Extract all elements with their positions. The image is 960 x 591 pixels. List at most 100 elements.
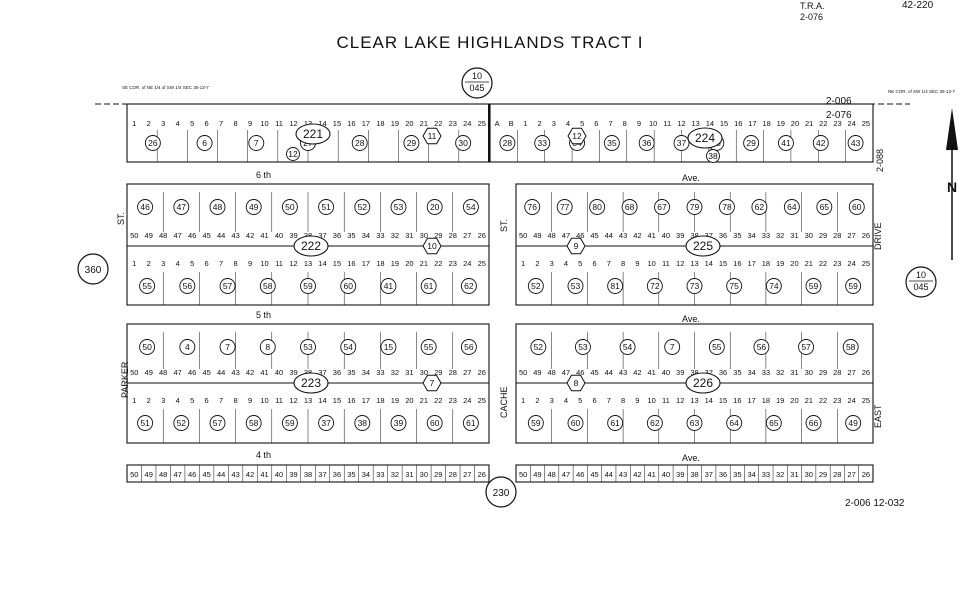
parcel-number: 61 — [424, 281, 434, 291]
lot-number: 2 — [538, 119, 542, 128]
lot-number: 24 — [848, 119, 856, 128]
lot-number: 3 — [550, 396, 554, 405]
parcel-circle — [534, 135, 551, 151]
lot-number: 7 — [219, 119, 223, 128]
lot-number: 29 — [434, 470, 442, 479]
lot-number: 26 — [862, 470, 870, 479]
lot-number: 8 — [623, 119, 627, 128]
lot-number: 3 — [161, 396, 165, 405]
lot-number: 37 — [318, 470, 326, 479]
lot-number: 41 — [647, 470, 655, 479]
lot-number: 39 — [289, 231, 297, 240]
lot-number: 15 — [333, 119, 341, 128]
lot-number: 20 — [405, 396, 413, 405]
parcel-number: 63 — [690, 418, 700, 428]
hex-number: 9 — [574, 241, 579, 251]
adjacent-map-top[interactable]: 10 045 — [461, 67, 493, 99]
adjacent-map-left[interactable]: 360 — [77, 253, 109, 285]
lot-number: 32 — [776, 470, 784, 479]
parcel-circle — [753, 339, 770, 355]
lot-number: 19 — [776, 396, 784, 405]
hexagon-marker — [422, 374, 442, 392]
parcel-number: 60 — [571, 418, 581, 428]
lot-number: 20 — [405, 259, 413, 268]
svg-text:360: 360 — [85, 265, 102, 276]
parcel-number: 79 — [690, 202, 700, 212]
lot-number: 16 — [733, 396, 741, 405]
lot-number: 17 — [747, 396, 755, 405]
lot-number: 28 — [833, 368, 841, 377]
adjacent-map-bottom[interactable]: 230 — [485, 476, 517, 508]
lot-number: 33 — [376, 470, 384, 479]
lot-number: 43 — [231, 470, 239, 479]
lot-number: 14 — [705, 259, 713, 268]
block-number: 221 — [303, 127, 323, 141]
parcel-circle — [420, 339, 437, 355]
parcel-circle — [524, 199, 541, 215]
lot-number: 24 — [463, 396, 471, 405]
parcel-number: 6 — [202, 138, 207, 148]
lot-number: 34 — [747, 470, 755, 479]
lot-number: 30 — [420, 368, 428, 377]
lot-number: 35 — [347, 470, 355, 479]
parcel-number: 7 — [225, 342, 230, 352]
lot-number: 33 — [376, 368, 384, 377]
parcel-number: 7 — [670, 342, 675, 352]
lot-number: 30 — [420, 470, 428, 479]
parcel-circle — [354, 199, 371, 215]
adjacent-map-right[interactable]: 10 045 — [905, 266, 937, 298]
lot-number: 22 — [819, 259, 827, 268]
lot-number: 17 — [747, 259, 755, 268]
lot-number: 14 — [318, 259, 326, 268]
block-ellipse — [687, 127, 723, 149]
parcel-circle — [173, 415, 190, 431]
lot-number: 10 — [260, 119, 268, 128]
lot-number: 14 — [318, 119, 326, 128]
parcel-number: 51 — [321, 202, 331, 212]
lot-number: 30 — [420, 231, 428, 240]
parcel-circle — [726, 278, 743, 294]
parcel-number: 38 — [708, 151, 718, 161]
code-top-right-b: 2-076 — [826, 110, 852, 121]
svg-text:N: N — [947, 179, 957, 195]
lot-number: 11 — [662, 396, 670, 405]
lot-number: 8 — [621, 396, 625, 405]
parcel-circle — [179, 278, 196, 294]
lot-number: 22 — [434, 259, 442, 268]
lot-number: 50 — [519, 368, 527, 377]
lot-number: 34 — [747, 368, 755, 377]
lot-number: 10 — [647, 396, 655, 405]
parcel-circle — [686, 278, 703, 294]
lot-number: 43 — [619, 231, 627, 240]
lot-number: 7 — [607, 396, 611, 405]
lot-number: 39 — [289, 368, 297, 377]
lot-number: B — [509, 119, 514, 128]
lot-number: 27 — [463, 231, 471, 240]
lot-number: 23 — [833, 396, 841, 405]
hexagon-marker — [566, 237, 586, 255]
parcel-circle — [673, 135, 690, 151]
parcel-circle — [812, 135, 829, 151]
lot-number: 33 — [762, 231, 770, 240]
lot-number: 17 — [362, 259, 370, 268]
parcel-number: 48 — [213, 202, 223, 212]
street-5th-ave: Ave. — [682, 314, 700, 324]
parcel-number: 80 — [592, 202, 602, 212]
parcel-number: 65 — [769, 418, 779, 428]
parcel-circle — [751, 199, 768, 215]
lot-number: 41 — [260, 368, 268, 377]
lot-number: 31 — [405, 368, 413, 377]
parcel-number: 50 — [142, 342, 152, 352]
parcel-circle — [196, 135, 213, 151]
block-number: 225 — [693, 239, 713, 253]
parcel-number: 59 — [809, 281, 819, 291]
parcel-circle — [403, 135, 420, 151]
parcel-circle — [248, 135, 265, 151]
parcel-number: 58 — [249, 418, 259, 428]
lot-number: 37 — [705, 231, 713, 240]
lot-number: 38 — [304, 470, 312, 479]
lot-number: 36 — [333, 368, 341, 377]
parcel-circle — [281, 415, 298, 431]
parcel-number: 52 — [358, 202, 368, 212]
lot-number: 6 — [594, 119, 598, 128]
